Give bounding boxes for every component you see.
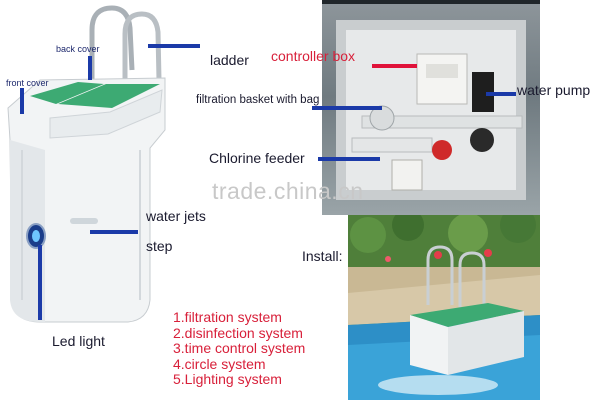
- features-list: 1.filtration system 2.disinfection syste…: [173, 309, 306, 388]
- water-jets-label: water jets: [146, 208, 206, 224]
- feature-item: 3.time control system: [173, 340, 306, 356]
- filtration-basket-pointer: [312, 106, 382, 110]
- front-cover-label: front cover: [6, 78, 49, 88]
- install-label: Install:: [302, 248, 343, 264]
- ladder-label: ladder: [210, 52, 249, 68]
- controller-box-label: controller box: [271, 48, 356, 64]
- controller-box-interior: [336, 20, 526, 200]
- pool-scene: [348, 215, 540, 400]
- front-cover-pointer: [20, 88, 24, 114]
- feature-item: 2.disinfection system: [173, 324, 303, 341]
- controller-box-pointer: [372, 64, 417, 68]
- back-cover-pointer: [88, 56, 92, 80]
- install-photo: [348, 215, 540, 400]
- filtration-basket-label: filtration basket with bag: [196, 94, 320, 106]
- box-rim: [322, 0, 540, 4]
- feature-item: 1.filtration system: [173, 309, 282, 325]
- feature-item: 5.Lighting system: [173, 371, 282, 387]
- product-illustration: back cover front cover: [0, 0, 215, 400]
- water-pump-label: water pump: [517, 82, 591, 98]
- water-pump-pointer: [486, 92, 516, 96]
- led-light-label: Led light: [52, 333, 105, 349]
- led-light-pointer: [38, 245, 42, 320]
- pool-filter-unit-drawing: [7, 5, 166, 323]
- water-jets-pointer: [90, 230, 138, 234]
- chlorine-feeder-label: Chlorine feeder: [209, 150, 305, 166]
- watermark-text: trade.china.cn: [212, 178, 364, 204]
- step-label: step: [146, 238, 173, 254]
- feature-item: 4.circle system: [173, 355, 266, 372]
- back-cover-label: back cover: [56, 44, 100, 54]
- ladder-pointer: [148, 44, 200, 48]
- chlorine-feeder-pointer: [318, 157, 380, 161]
